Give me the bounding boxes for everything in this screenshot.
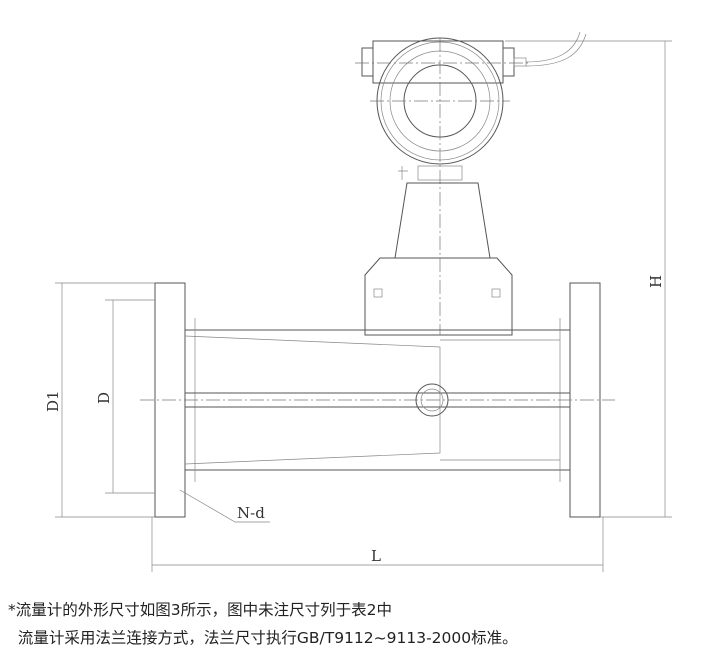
- transmitter-head: [355, 31, 587, 335]
- note-line-1: *流量计的外形尺寸如图3所示，图中未注尺寸列于表2中: [8, 601, 392, 619]
- d1-label: D1: [44, 390, 62, 412]
- support-body: [364, 182, 513, 336]
- dimension-lines: [55, 40, 672, 572]
- note-line-2: 流量计采用法兰连接方式，法兰尺寸执行GB/T9112~9113-2000标准。: [8, 629, 518, 647]
- d-label: D: [95, 392, 113, 404]
- nd-label: N-d: [237, 504, 265, 522]
- l-label: L: [371, 547, 381, 565]
- h-label: H: [647, 275, 665, 288]
- pipe-body: [140, 282, 615, 518]
